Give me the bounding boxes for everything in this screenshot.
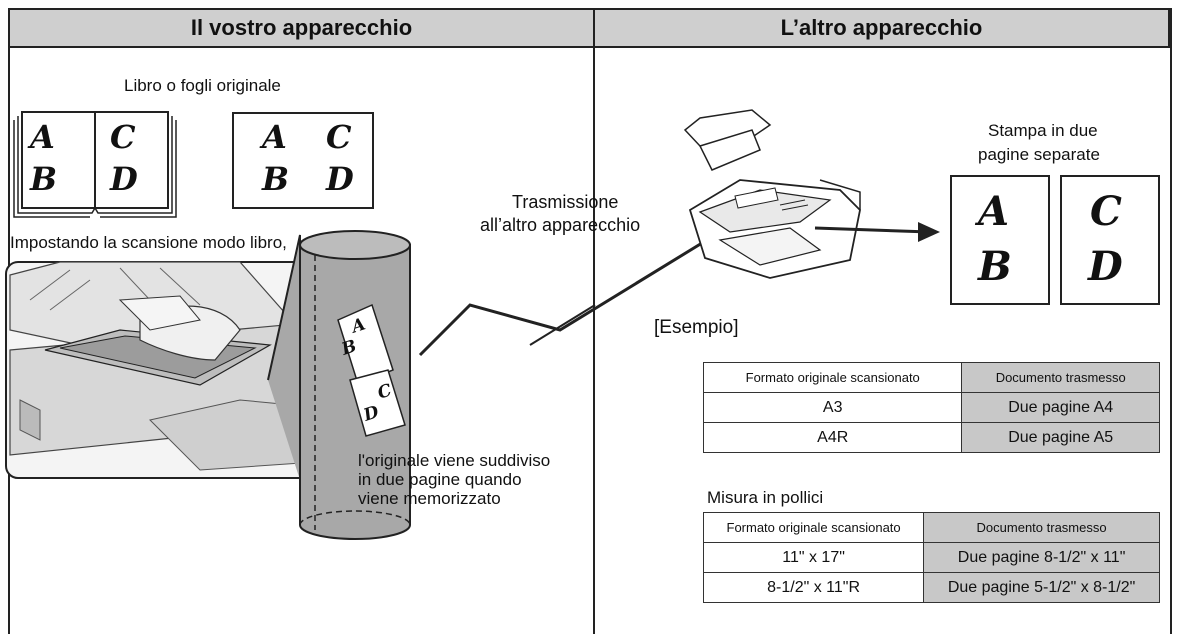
table-cell: 8-1/2" x 11"R — [702, 572, 925, 603]
output-arrow — [814, 222, 940, 242]
printed-page-1 — [950, 175, 1050, 305]
example-table-inch: Formato originale scansionato Documento … — [702, 512, 1160, 603]
loose-sheet — [232, 112, 374, 209]
table-cell: 11" x 17" — [702, 542, 925, 573]
table-header-row: Formato originale scansionato Documento … — [702, 512, 1160, 543]
print-line1: Stampa in due — [988, 121, 1098, 140]
zoom-cylinder — [267, 230, 411, 540]
table-header-cell: Documento trasmesso — [923, 512, 1160, 543]
split-caption-2: in due pagine quando — [358, 470, 522, 489]
table-row: A3 Due pagine A4 — [702, 392, 1160, 423]
split-caption-3: viene memorizzato — [358, 489, 501, 508]
original-label: Libro o fogli originale — [124, 76, 281, 95]
open-book-icon — [13, 111, 177, 218]
header-your-machine: Il vostro apparecchio — [8, 8, 595, 48]
table-row: 11" x 17" Due pagine 8-1/2" x 11" — [702, 542, 1160, 573]
table-header-cell: Formato originale scansionato — [702, 362, 963, 393]
header-left-label: Il vostro apparecchio — [190, 15, 413, 40]
sheet-letter-c: C — [326, 118, 352, 156]
table-header-cell: Formato originale scansionato — [702, 512, 925, 543]
table-cell: Due pagine 5-1/2" x 8-1/2" — [923, 572, 1160, 603]
table-header-cell: Documento trasmesso — [961, 362, 1160, 393]
example-table-metric: Formato originale scansionato Documento … — [702, 362, 1160, 453]
column-divider — [593, 46, 595, 634]
example-label: [Esempio] — [654, 317, 739, 338]
sheet-letter-d: D — [326, 160, 354, 198]
header-other-machine: L’altro apparecchio — [593, 8, 1170, 48]
scanner-photo — [5, 261, 351, 479]
table-cell: Due pagine A4 — [961, 392, 1160, 423]
table-cell: A4R — [702, 422, 963, 453]
page2-letter-d: D — [1088, 243, 1123, 290]
page1-letter-b: B — [978, 243, 1012, 290]
inch-label: Misura in pollici — [707, 488, 824, 507]
page1-letter-a: A — [978, 188, 1010, 235]
table-header-row: Formato originale scansionato Documento … — [702, 362, 1160, 393]
book-letter-a: A — [30, 118, 55, 156]
scan-caption: Impostando la scansione modo libro, — [10, 233, 287, 252]
fax-machine-icon — [683, 109, 861, 279]
page2-letter-c: C — [1090, 188, 1122, 235]
book-letter-d: D — [110, 160, 138, 198]
split-caption-1: l'originale viene suddiviso — [358, 451, 551, 470]
transmission-line2: all’altro apparecchio — [480, 215, 641, 235]
print-line2: pagine separate — [978, 145, 1100, 164]
book-letter-c: C — [110, 118, 136, 156]
sheet-letter-b: B — [262, 160, 290, 198]
header-right-label: L’altro apparecchio — [780, 15, 983, 40]
table-row: A4R Due pagine A5 — [702, 422, 1160, 453]
sheet-letter-a: A — [262, 118, 287, 156]
book-letter-b: B — [30, 160, 58, 198]
table-cell: Due pagine A5 — [961, 422, 1160, 453]
table-cell: Due pagine 8-1/2" x 11" — [923, 542, 1160, 573]
printed-page-2 — [1060, 175, 1160, 305]
transmission-line1: Trasmissione — [512, 192, 619, 212]
table-cell: A3 — [702, 392, 963, 423]
table-row: 8-1/2" x 11"R Due pagine 5-1/2" x 8-1/2" — [702, 572, 1160, 603]
